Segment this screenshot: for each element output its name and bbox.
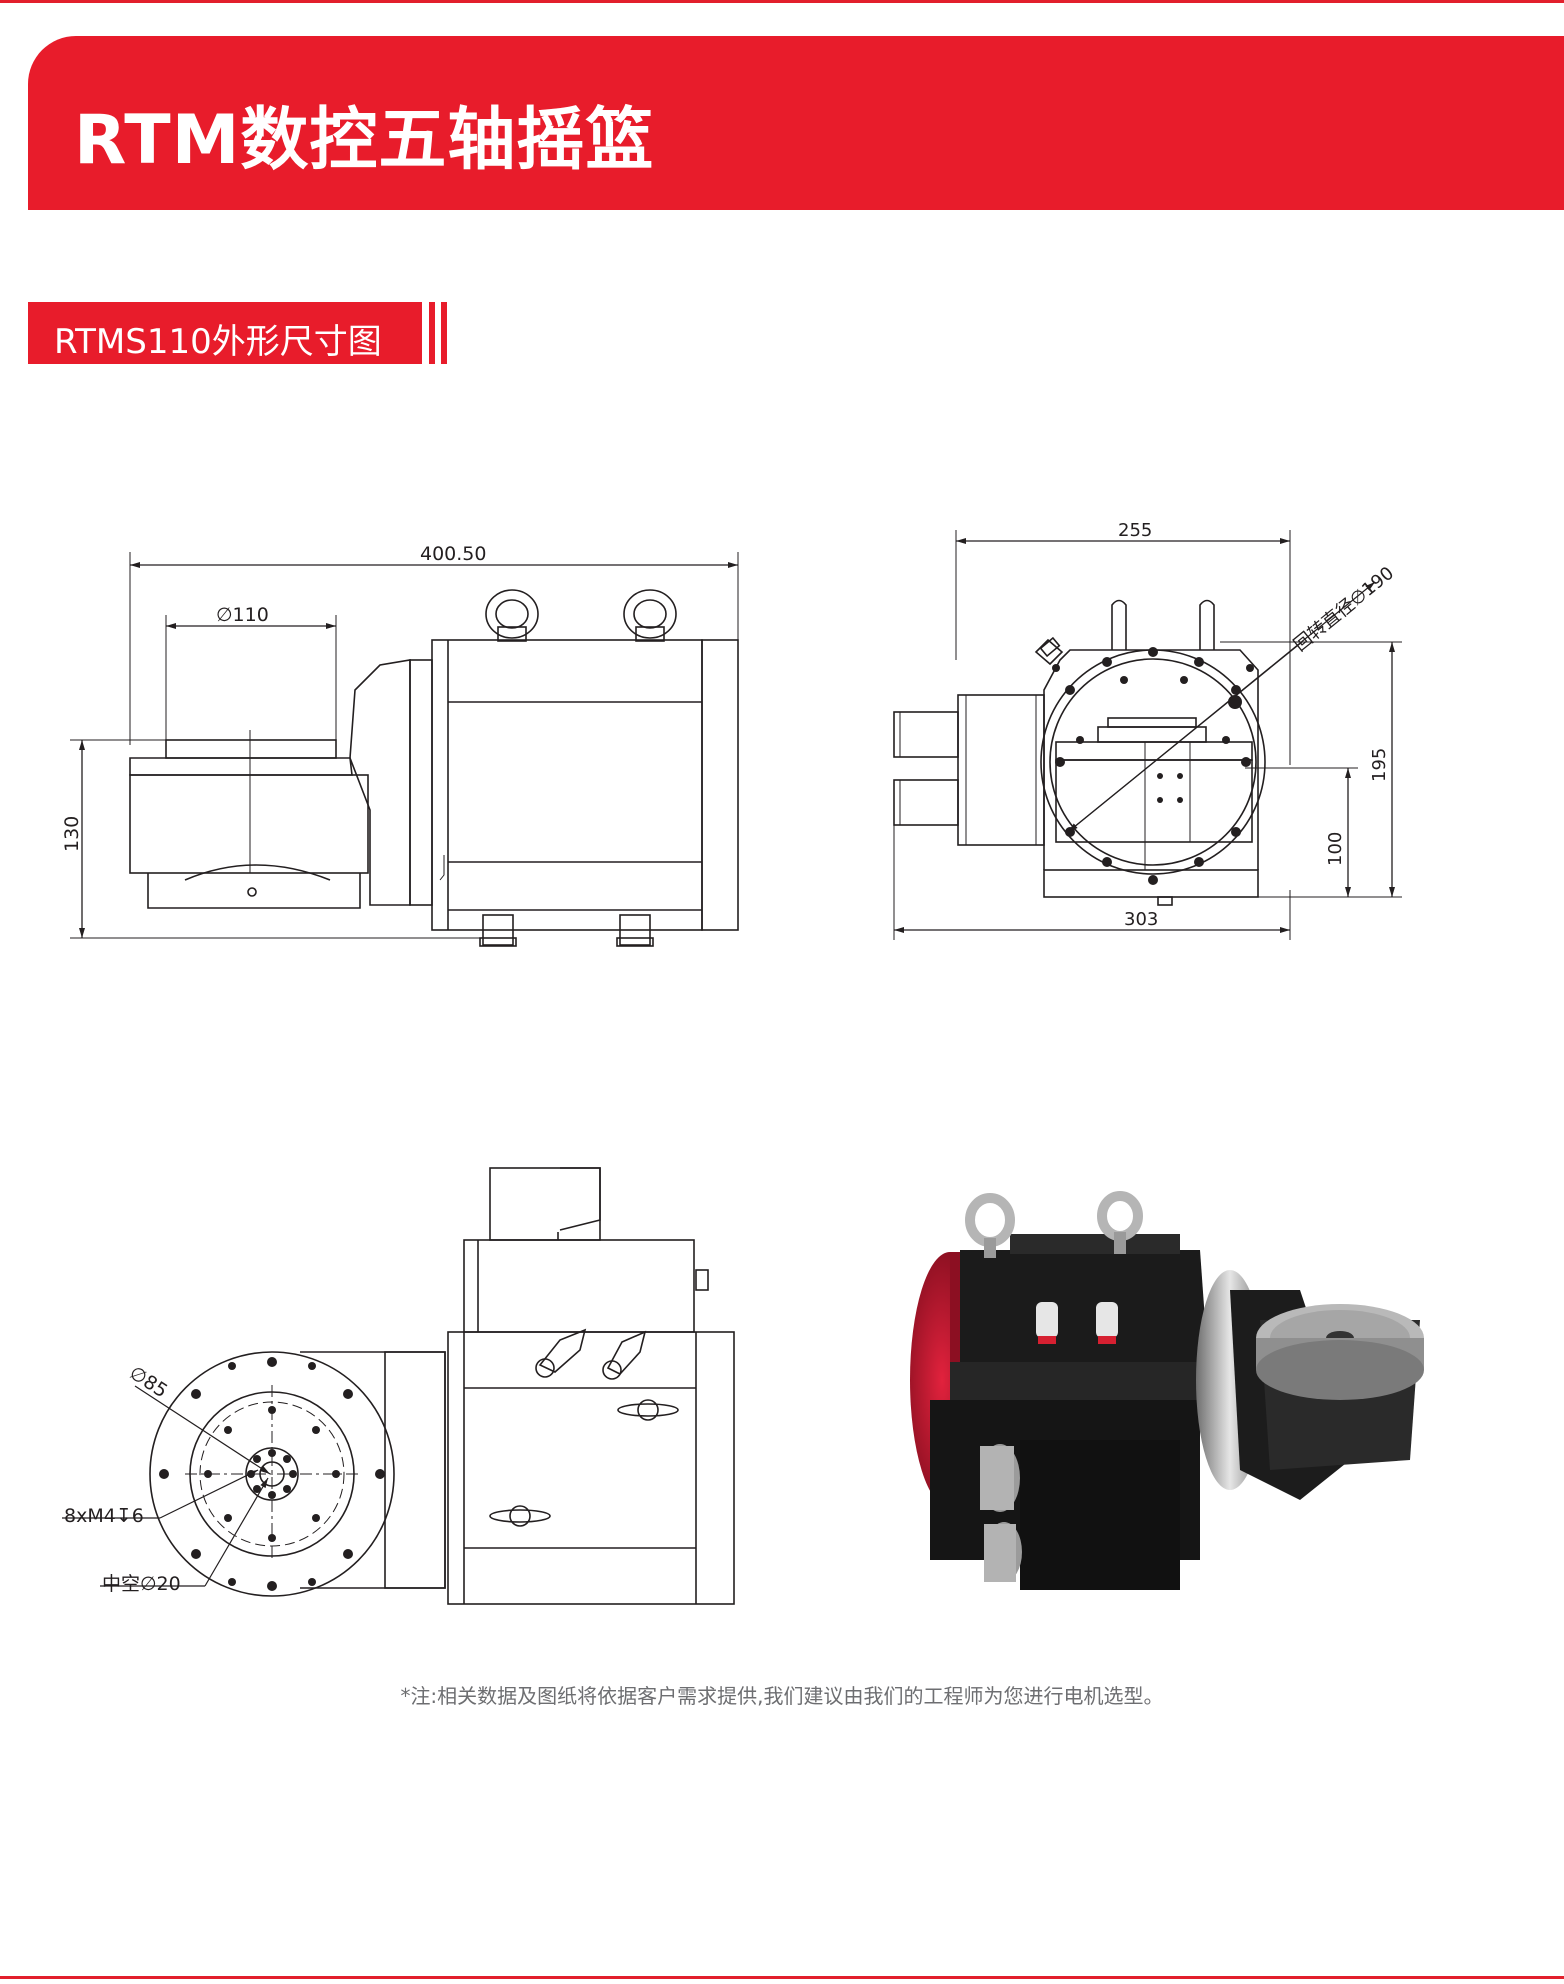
dim-height-label: 130 [61, 816, 83, 852]
dim-thread-label: 8xM4↧6 [64, 1505, 144, 1527]
dim-base-width-label: 303 [1124, 909, 1158, 930]
section-stripe [429, 302, 435, 364]
dim-bore-label: 中空∅20 [102, 1573, 181, 1595]
side-view [70, 552, 739, 947]
section-header: RTMS110外形尺寸图 [28, 302, 422, 364]
front-view [893, 530, 1402, 940]
section-title: RTMS110外形尺寸图 [54, 322, 382, 362]
product-photo [910, 1191, 1424, 1590]
page-title: RTM数控五轴摇篮 [74, 101, 655, 180]
dim-pcd-label: ∅85 [125, 1362, 171, 1403]
dim-center-height-label: 100 [1325, 832, 1346, 866]
section-stripe [441, 302, 447, 364]
dim-total-height-label: 195 [1369, 748, 1390, 782]
top-rule [0, 0, 1564, 3]
side-view-labels: 400.50 ∅110 130 [61, 543, 486, 852]
bottom-rule [0, 1976, 1564, 1979]
dim-length-label: 400.50 [420, 543, 486, 565]
dim-table-dia-label: ∅110 [216, 604, 269, 626]
footnote: *注:相关数据及图纸将依据客户需求提供,我们建议由我们的工程师为您进行电机选型。 [400, 1684, 1164, 1708]
top-view [62, 1167, 735, 1605]
top-view-labels: ∅85 8xM4↧6 中空∅20 [64, 1362, 181, 1595]
dim-width-label: 255 [1118, 520, 1152, 541]
title-banner: RTM数控五轴摇篮 [28, 36, 1564, 210]
